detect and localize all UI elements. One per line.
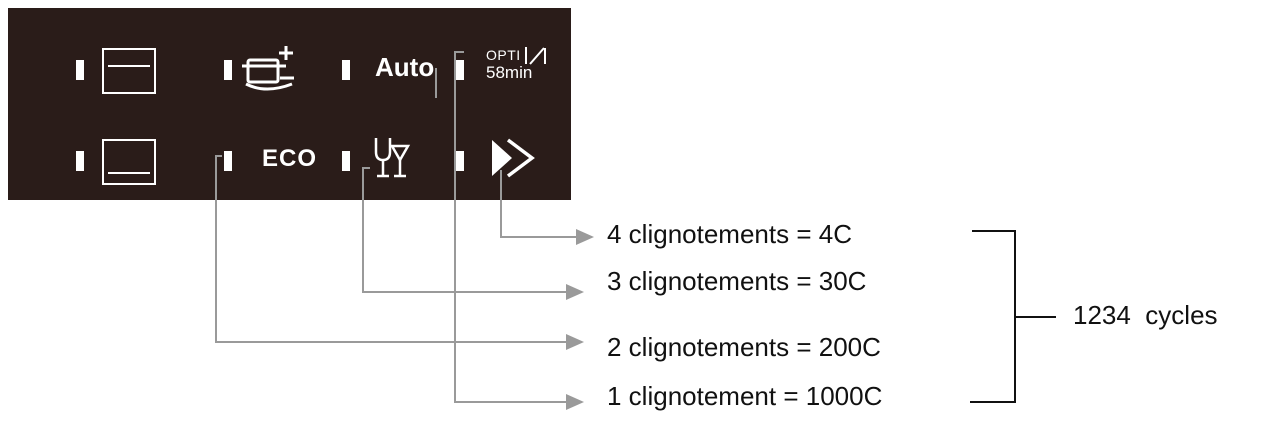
indicator-led [342,151,350,171]
opti-slash-icon [525,47,546,65]
legend-item: 1 clignotement = 1000C [607,381,883,411]
indicator-led [456,151,464,171]
indicator-led [456,60,464,80]
indicator-led [342,60,350,80]
grouping-bracket [970,230,1016,403]
eco-label[interactable]: ECO [262,145,318,172]
intensive-pot-plus-icon[interactable] [242,44,302,92]
control-panel: Auto OPTI 58min ECO [8,8,571,200]
indicator-led [224,151,232,171]
indicator-led [76,151,84,171]
opti-label[interactable]: OPTI [486,47,521,63]
total-cycles-label: 1234 cycles [1073,300,1218,330]
lower-basket-icon[interactable] [102,139,156,185]
arrow-head [566,284,584,300]
legend-item: 3 clignotements = 30C [607,266,867,296]
leader-line [454,51,566,403]
opti-time-label: 58min [486,63,533,82]
arrow-head [576,229,594,245]
glass-icon[interactable] [370,136,414,180]
fast-forward-icon[interactable] [490,138,540,178]
indicator-led [76,60,84,80]
legend-item: 2 clignotements = 200C [607,332,881,362]
auto-label[interactable]: Auto [375,52,435,82]
leader-line [215,155,566,343]
upper-basket-icon[interactable] [102,48,156,94]
indicator-led [224,60,232,80]
legend-item: 4 clignotements = 4C [607,219,852,249]
leader-line [500,170,576,238]
leader-line [362,167,566,293]
arrow-head [566,334,584,350]
arrow-head [566,394,584,410]
